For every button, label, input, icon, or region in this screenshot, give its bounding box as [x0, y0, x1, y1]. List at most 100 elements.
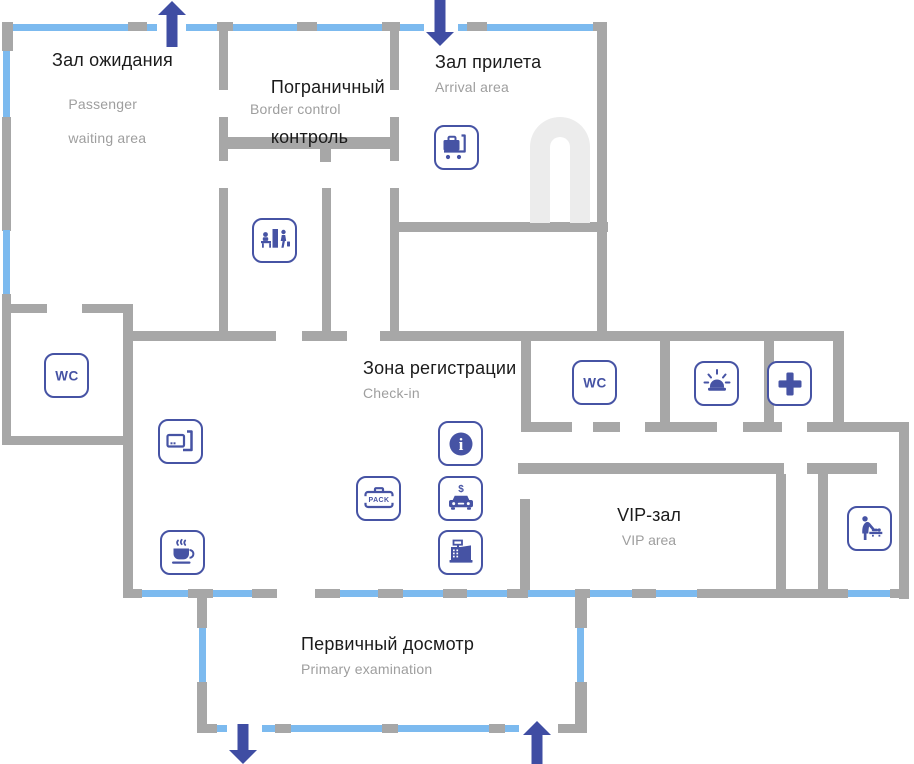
wall-segment [743, 422, 782, 432]
exit-up-arrow [158, 1, 186, 47]
wall-segment [575, 589, 590, 598]
wall-segment [467, 22, 487, 31]
wall-segment [807, 422, 909, 432]
wall-segment [315, 589, 340, 598]
glass-wall-segment [147, 24, 157, 31]
info-glyph: i [458, 435, 463, 454]
glass-wall-segment [590, 590, 632, 597]
wall-segment [593, 422, 620, 432]
glass-wall-segment [233, 24, 297, 31]
security-alarm-icon [694, 361, 739, 406]
wall-segment [390, 188, 399, 341]
wall-segment [489, 724, 505, 733]
wall-segment [188, 589, 213, 598]
wall-segment [197, 682, 207, 733]
glass-wall-segment [217, 725, 227, 732]
wall-segment [252, 589, 277, 598]
glass-wall-segment [186, 24, 217, 31]
wall-segment [833, 341, 844, 432]
glass-wall-segment [142, 590, 188, 597]
wall-segment [507, 589, 528, 598]
wall-segment [382, 724, 398, 733]
wall-segment [518, 463, 784, 474]
baggage-carousel [530, 117, 590, 223]
wall-segment [380, 331, 844, 341]
wc-label: WC [583, 375, 607, 390]
room-label-arrival: Зал прилета [435, 52, 542, 72]
coffee-icon [160, 530, 205, 575]
wall-segment [128, 22, 147, 31]
info-icon: i [438, 421, 483, 466]
pack-label: PACK [368, 496, 389, 503]
wall-segment [320, 149, 331, 162]
room-label-vip: VIP-зал [617, 505, 681, 525]
room-label-check-in: Зона регистрации [363, 358, 517, 378]
wall-segment [807, 463, 877, 474]
glass-wall-segment [199, 628, 206, 682]
room-sublabel-check-in: Check-in [363, 385, 420, 401]
room-sublabel-waiting: Passenger waiting area [52, 79, 146, 164]
wall-segment [217, 22, 233, 31]
currency-glyph: $ [458, 484, 464, 495]
first-aid-icon [767, 361, 812, 406]
baby-changing-icon [847, 506, 892, 551]
glass-wall-segment [398, 725, 489, 732]
glass-wall-segment [213, 590, 252, 597]
wall-segment [123, 589, 142, 598]
wall-segment [575, 682, 587, 724]
wall-segment [558, 724, 587, 733]
baggage-packing-icon: PACK [356, 476, 401, 521]
wall-segment [2, 117, 11, 231]
wall-segment [2, 22, 13, 51]
wall-segment [197, 598, 207, 628]
wall-segment [521, 341, 531, 423]
wall-segment [82, 304, 132, 313]
wall-segment [297, 22, 317, 31]
wc-icon: WC [44, 353, 89, 398]
wall-segment [443, 589, 467, 598]
room-label-examination: Первичный досмотр [301, 634, 475, 654]
room-label-border-control: Пограничный контроль [250, 50, 385, 175]
glass-wall-segment [467, 590, 507, 597]
cash-register-icon [438, 530, 483, 575]
wc-icon: WC [572, 360, 617, 405]
glass-wall-segment [400, 24, 424, 31]
wall-segment [302, 331, 347, 341]
glass-wall-segment [403, 590, 443, 597]
wall-segment [818, 474, 828, 591]
sublabel-line: Passenger [68, 96, 138, 112]
glass-wall-segment [848, 590, 890, 597]
sublabel-line: waiting area [68, 130, 147, 146]
wall-segment [899, 432, 909, 599]
wall-segment [697, 589, 848, 598]
wall-segment [378, 589, 403, 598]
wall-segment [575, 598, 587, 628]
card-payment-icon [158, 419, 203, 464]
glass-wall-segment [262, 725, 275, 732]
glass-wall-segment [487, 24, 593, 31]
room-label-vip-block: VIP-зал VIP area [549, 505, 749, 548]
wall-segment [197, 724, 217, 733]
room-sublabel-border-control: Border control [250, 101, 341, 117]
luggage-trolley-icon [434, 125, 479, 170]
wall-segment [597, 29, 607, 341]
room-sublabel-examination: Primary examination [301, 661, 433, 677]
wall-segment [2, 304, 47, 313]
glass-wall-segment [3, 230, 10, 296]
glass-wall-segment [505, 725, 519, 732]
wall-segment [521, 422, 572, 432]
wall-segment [520, 499, 530, 591]
label-line: Пограничный [270, 77, 385, 97]
entry-down-arrow [426, 0, 454, 46]
wall-segment [632, 589, 656, 598]
exit-down-arrow [229, 724, 257, 764]
label-line: контроль [270, 127, 349, 147]
wall-segment [131, 331, 276, 341]
glass-wall-segment [528, 590, 575, 597]
wall-segment [645, 422, 717, 432]
paid-taxi-icon: $ [438, 476, 483, 521]
glass-wall-segment [317, 24, 382, 31]
wall-segment [398, 222, 608, 232]
glass-wall-segment [3, 51, 10, 118]
